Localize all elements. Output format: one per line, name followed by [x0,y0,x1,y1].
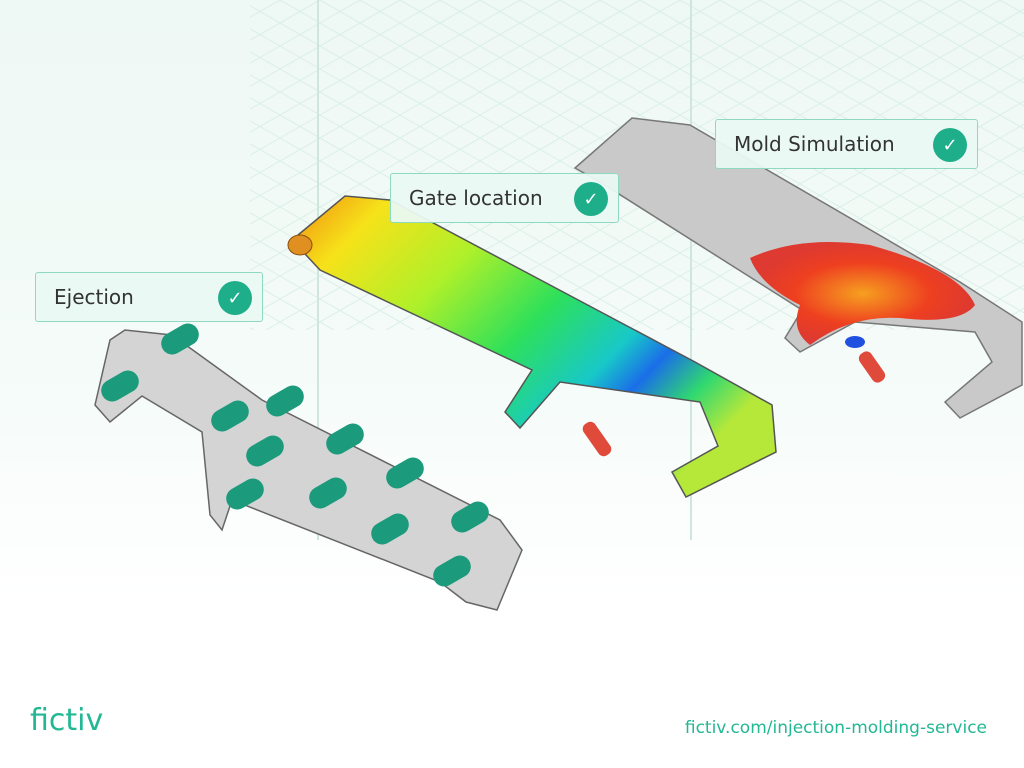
gate-location-label: Gate location ✓ [390,173,619,223]
gate-location-part [287,195,777,498]
check-icon: ✓ [218,281,252,315]
mold-simulation-part [573,117,1023,419]
fictiv-logo: fictiv [30,703,104,738]
ejection-part [94,323,523,611]
ejector-pins [101,323,489,587]
mold-simulation-label: Mold Simulation ✓ [715,119,978,169]
mold-simulation-label-text: Mold Simulation [734,132,895,156]
ejection-label: Ejection ✓ [35,272,263,322]
check-icon: ✓ [574,182,608,216]
ejection-label-text: Ejection [54,285,134,309]
website-link[interactable]: fictiv.com/injection-molding-service [684,718,987,738]
check-icon: ✓ [933,128,967,162]
gate-location-label-text: Gate location [409,186,543,210]
